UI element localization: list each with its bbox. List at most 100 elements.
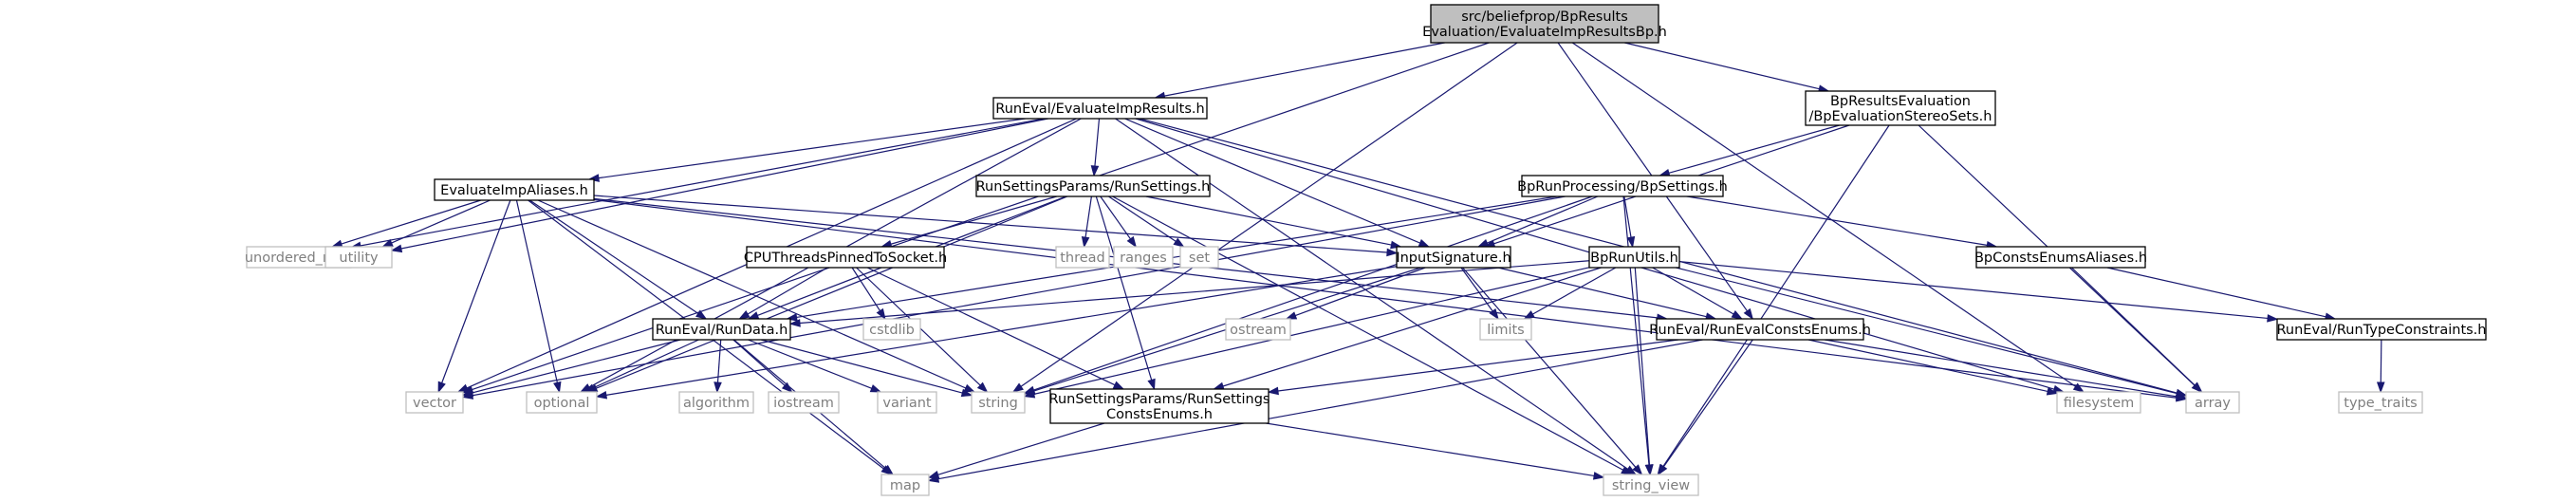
edge-line — [1622, 195, 1650, 466]
edge-arrowhead — [1621, 466, 1633, 475]
node-label: CPUThreadsPinnedToSocket.h — [744, 251, 947, 266]
edge-arrowhead — [1645, 464, 1654, 476]
edge-line — [1033, 267, 1590, 395]
edge-line — [937, 339, 1703, 480]
node-bpsettings[interactable]: BpRunProcessing/BpSettings.h — [1517, 175, 1728, 197]
edge-bpconstsaliases-to-array — [2071, 267, 2203, 394]
edge-bprunutils-to-runevalconsts — [1652, 267, 1744, 320]
node-box — [880, 474, 930, 496]
edge-line — [796, 195, 1557, 319]
edge-arrowhead — [1476, 238, 1490, 248]
node-label: limits — [1487, 323, 1524, 338]
edge-arrowhead — [2072, 382, 2085, 393]
node-bprunutils[interactable]: BpRunUtils.h — [1588, 246, 1680, 269]
node-box — [1521, 175, 1724, 197]
node-optional: optional — [526, 391, 598, 414]
edge-line — [1825, 339, 2178, 398]
node-label: EvaluateImpAliases.h — [440, 183, 588, 198]
nodes-layer: src/beliefprop/BpResultsEvaluation/Evalu… — [245, 4, 2487, 496]
edge-runevalconsts-to-string_view — [1657, 339, 1753, 476]
edge-arrowhead — [1267, 386, 1279, 396]
node-rsconsts[interactable]: RunSettingsParams/RunSettingsConstsEnums… — [1049, 388, 1270, 424]
edge-line — [1487, 195, 1599, 244]
edge-inputsig-to-optional — [595, 266, 1398, 400]
edge-bprunutils-to-string_view — [1634, 267, 1654, 476]
edge-bpsettings-to-vector — [461, 195, 1566, 400]
node-box — [2056, 391, 2141, 414]
node-stereosets[interactable]: BpResultsEvaluation/BpEvaluationStereoSe… — [1805, 90, 1996, 126]
edge-arrowhead — [1418, 238, 1431, 248]
node-runtypeconstraints[interactable]: RunEval/RunTypeConstraints.h — [2276, 318, 2487, 341]
node-algorithm: algorithm — [678, 391, 754, 414]
edge-line — [1277, 339, 1679, 392]
node-cputhreads[interactable]: CPUThreadsPinnedToSocket.h — [744, 246, 947, 269]
node-label: InputSignature.h — [1396, 251, 1510, 266]
node-ostream: ostream — [1225, 318, 1291, 341]
edge-runevalconsts-to-filesystem — [1807, 339, 2059, 396]
edge-arrowhead — [1632, 464, 1643, 476]
edge-cputhreads-to-rundata — [738, 267, 828, 320]
node-runevalconsts[interactable]: RunEval/RunEvalConstsEnums.h — [1649, 318, 1871, 341]
node-box — [971, 391, 1026, 414]
node-inputsig[interactable]: InputSignature.h — [1396, 246, 1511, 269]
node-label: ranges — [1120, 251, 1167, 266]
edge-arrowhead — [1147, 378, 1156, 391]
edge-line — [760, 339, 963, 394]
edge-runsettings-to-thread — [1081, 195, 1092, 249]
edge-rundata-to-variant — [748, 339, 882, 393]
edge-line — [592, 339, 699, 389]
node-label: thread — [1060, 251, 1105, 266]
edge-arrowhead — [695, 309, 708, 320]
edge-bprunutils-to-runtypeconstraints — [1678, 260, 2279, 323]
edge-line — [341, 199, 482, 245]
edge-aliases-to-string — [537, 199, 976, 393]
node-label: ostream — [1230, 323, 1287, 338]
edge-bpsettings-to-string — [1023, 195, 1593, 394]
node-box — [862, 318, 921, 341]
node-label: algorithm — [683, 396, 750, 411]
node-runsettings[interactable]: RunSettingsParams/RunSettings.h — [975, 175, 1211, 197]
node-label: variant — [882, 396, 932, 411]
edge-root-to-string — [1011, 42, 1518, 393]
edge-line — [1222, 267, 1602, 387]
node-set: set — [1179, 246, 1219, 269]
node-label: RunSettingsParams/RunSettings.h — [976, 179, 1211, 195]
edge-line — [716, 339, 722, 383]
edge-line — [2071, 267, 2196, 386]
edge-root-to-filesystem — [1571, 42, 2085, 393]
node-label: string — [978, 396, 1018, 411]
node-evalimp[interactable]: RunEval/EvaluateImpResults.h — [992, 97, 1208, 120]
edge-line — [748, 339, 872, 389]
node-vector: vector — [405, 391, 464, 414]
edge-inputsig-to-string — [1023, 267, 1421, 395]
node-box — [2338, 391, 2423, 414]
edge-runsettings-to-set — [1108, 195, 1185, 248]
edge-aliases-to-optional — [515, 199, 562, 394]
edge-arrowhead — [1743, 307, 1754, 321]
edge-arrowhead — [1592, 472, 1605, 480]
node-aliases[interactable]: EvaluateImpAliases.h — [434, 178, 595, 201]
node-cstdlib: cstdlib — [862, 318, 921, 341]
edge-runsettings-to-ranges — [1100, 195, 1138, 249]
node-box — [2185, 391, 2240, 414]
edge-arrowhead — [595, 391, 608, 400]
node-box — [1396, 246, 1511, 269]
edge-evalimp-to-utility — [390, 118, 1048, 253]
node-label: optional — [534, 396, 590, 411]
node-rundata[interactable]: RunEval/RunData.h — [652, 318, 791, 341]
node-label: set — [1189, 251, 1210, 266]
node-bpconstsaliases[interactable]: BpConstsEnumsAliases.h — [1974, 246, 2147, 269]
edge-bprunutils-to-rundata — [788, 260, 1590, 327]
edge-aliases-to-rundata — [529, 199, 708, 320]
edge-line — [1652, 267, 1734, 315]
edge-line — [747, 267, 828, 315]
edge-line — [1124, 118, 1420, 244]
node-map: map — [880, 474, 930, 496]
edge-root-to-evalimp — [1153, 42, 1445, 101]
node-label: utility — [339, 251, 379, 266]
edge-arrowhead — [1173, 237, 1185, 248]
node-label: BpResultsEvaluation — [1830, 94, 1971, 109]
node-box — [1603, 474, 1699, 496]
node-string-view: string_view — [1603, 474, 1699, 496]
node-filesystem: filesystem — [2056, 391, 2141, 414]
